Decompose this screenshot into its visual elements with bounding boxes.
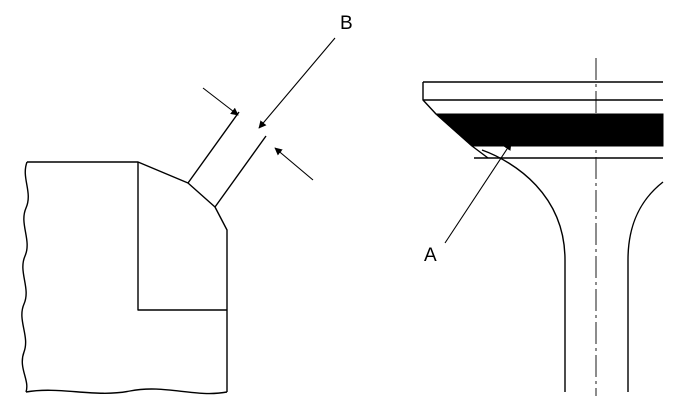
dimension-b: [202, 37, 336, 181]
cylinder-head-section: [21, 111, 267, 395]
seat-insert: [137, 162, 227, 311]
break-line-left: [21, 161, 29, 393]
label-b: B: [340, 13, 353, 34]
valve-seat-band: [434, 113, 664, 147]
seat-width-line-1: [187, 111, 240, 184]
valve-head-section: [422, 81, 664, 392]
break-line-bottom: [25, 388, 228, 395]
valve-fillet-left: [481, 149, 566, 392]
leader-b: [258, 37, 336, 129]
dimension-arrow-2: [274, 147, 314, 181]
dimension-arrow-1: [202, 87, 239, 116]
leader-a: [444, 142, 512, 244]
valve-fillet-right: [627, 181, 664, 392]
label-a: A: [424, 245, 437, 266]
head-body-outline: [27, 161, 228, 392]
seat-width-line-2: [214, 135, 267, 208]
